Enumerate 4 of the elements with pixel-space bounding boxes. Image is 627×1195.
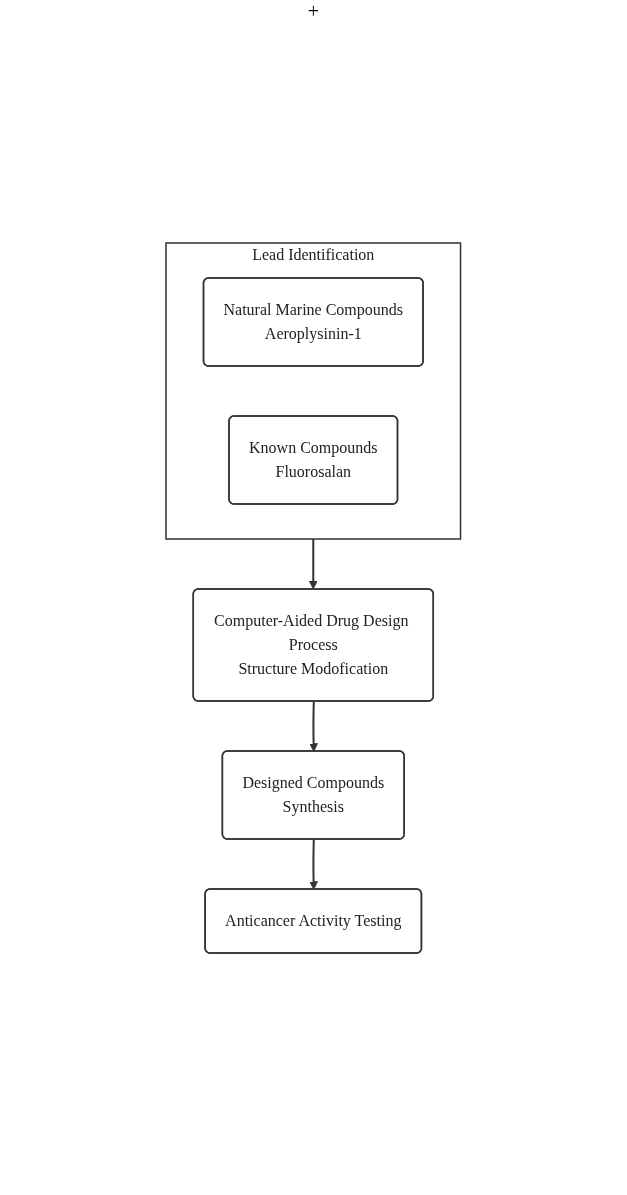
plus-sign: + <box>306 0 321 23</box>
arrow <box>309 838 319 890</box>
arrow <box>309 538 318 590</box>
arrow <box>309 700 319 752</box>
